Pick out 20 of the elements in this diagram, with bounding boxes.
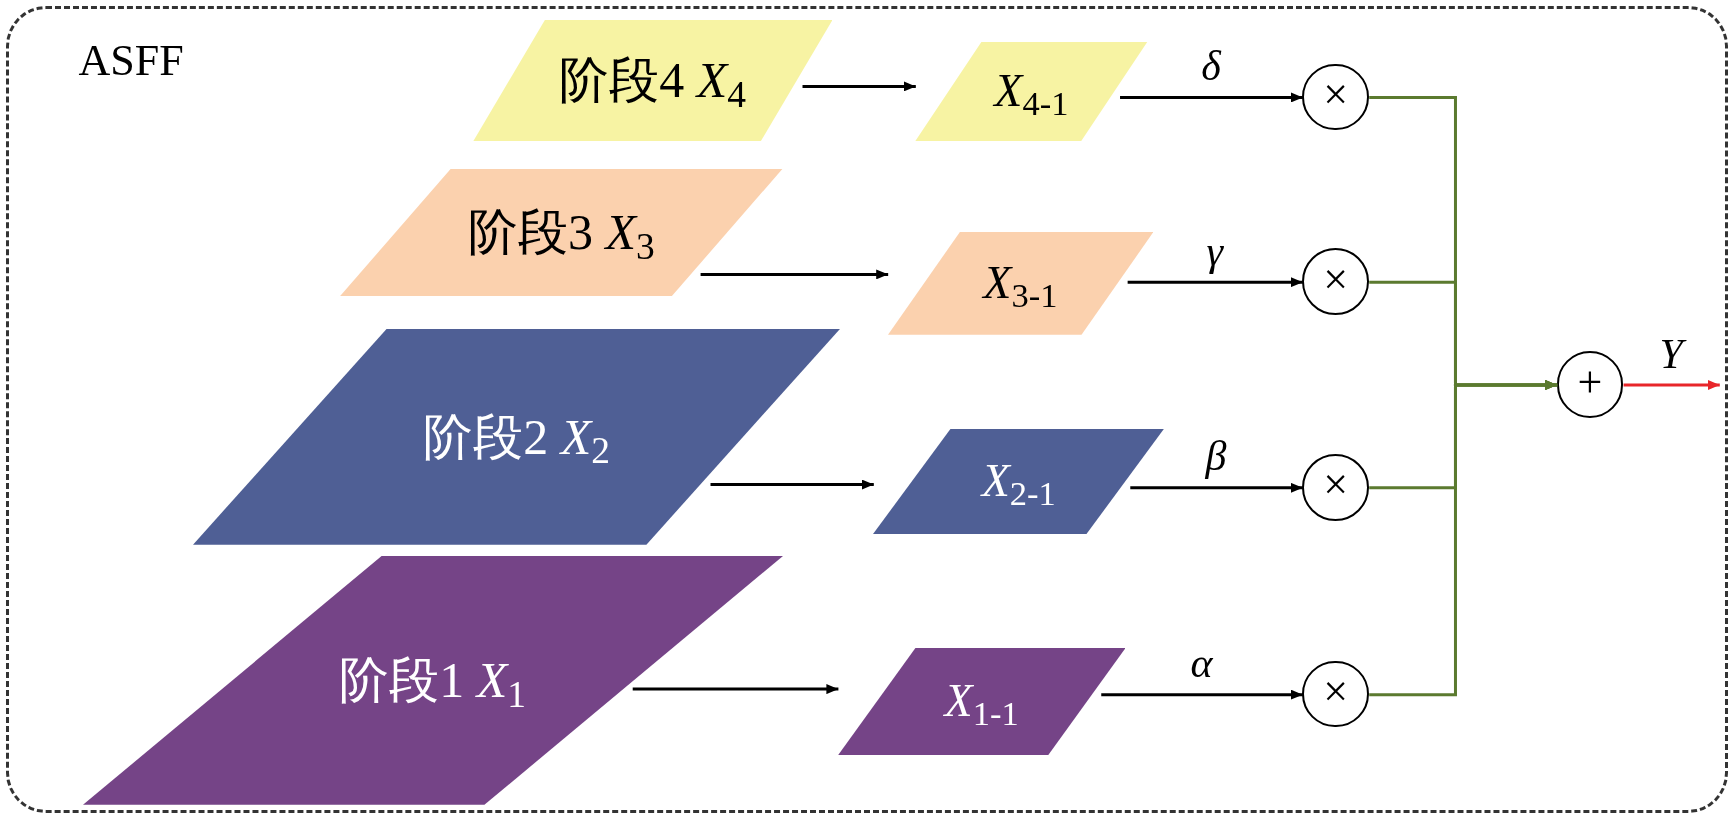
feature-map-label: 阶段4 X$_{4}$ <box>559 55 747 106</box>
feature-map-label: X$_{3-1}$ <box>983 260 1058 307</box>
arrow <box>632 683 838 694</box>
dashed-frame <box>5 5 1729 813</box>
arrow <box>1100 689 1303 700</box>
arrow <box>710 479 874 490</box>
frame-title: ASFF <box>78 38 184 83</box>
arrow <box>1623 379 1720 390</box>
feature-map-label: 阶段1 X$_{1}$ <box>339 655 526 706</box>
arrow <box>1368 379 1557 696</box>
arrow <box>700 268 888 279</box>
arrow <box>802 80 916 91</box>
feature-map-label: X$_{4-1}$ <box>994 68 1069 115</box>
feature-map-label: X$_{1-1}$ <box>944 678 1019 725</box>
arrow <box>1127 276 1303 287</box>
feature-map-label: 阶段3 X$_{3}$ <box>468 207 655 258</box>
feature-map-label: X$_{2-1}$ <box>981 458 1056 505</box>
feature-map-label: 阶段2 X$_{2}$ <box>423 412 611 462</box>
arrow <box>1119 92 1303 102</box>
arrow <box>1129 482 1303 493</box>
